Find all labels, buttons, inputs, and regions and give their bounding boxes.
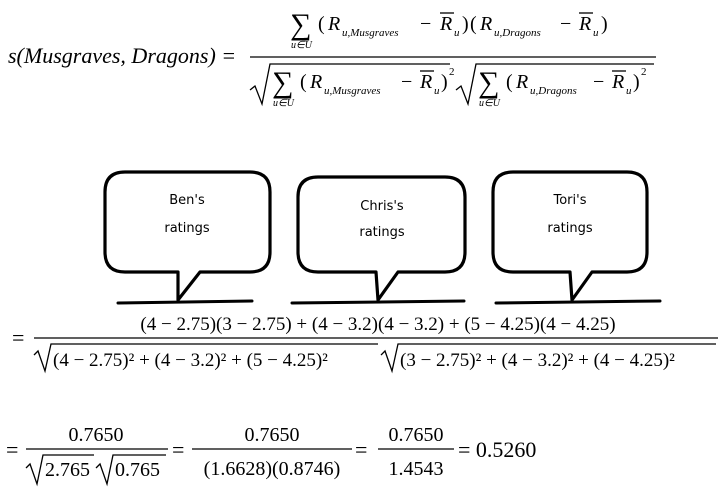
sub-dragons: u,Dragons <box>530 85 577 97</box>
bubble-label-line2: ratings <box>547 221 593 236</box>
denominator-left-radicand: (4 − 2.75)² + (4 − 3.2)² + (5 − 4.25)² <box>53 350 328 371</box>
rating-symbol: R <box>515 71 528 93</box>
bubble-label-line1: Tori's <box>553 193 587 208</box>
sub-musgraves: u,Musgraves <box>342 27 399 39</box>
minus-sign: − <box>560 13 571 35</box>
bubble-outline <box>491 170 649 302</box>
bubble-outline <box>103 170 272 302</box>
formula-numerator: ∑ u∈U ( R u,Musgraves − R u ) ( R u,Drag… <box>290 8 608 51</box>
speech-bubble-ben: Ben's ratings <box>103 170 272 302</box>
sqrt-sign <box>455 63 654 107</box>
mean-sub-u: u <box>434 85 440 97</box>
exponent-two: 2 <box>449 66 455 78</box>
paren-close: ) <box>462 13 469 35</box>
bubble-outline <box>296 175 467 302</box>
bubble-label-line2: ratings <box>359 225 405 240</box>
minus-sign: − <box>420 13 431 35</box>
step2-numerator: 0.7650 <box>245 424 300 446</box>
denominator-right-radicand: (3 − 2.75)² + (4 − 3.2)² + (4 − 4.25)² <box>400 350 675 371</box>
minus-sign: − <box>401 71 412 93</box>
paren-open: ( <box>300 71 307 93</box>
minus-sign: − <box>593 71 604 93</box>
sub-dragons: u,Dragons <box>494 27 541 39</box>
mean-rating-symbol: R <box>611 71 624 93</box>
rating-symbol: R <box>309 71 322 93</box>
sub-musgraves: u,Musgraves <box>324 85 381 97</box>
paren-close-squared: ) <box>441 71 448 93</box>
rating-symbol: R <box>327 13 340 35</box>
sqrt-sign <box>249 63 450 107</box>
step1-denominator-b: 0.765 <box>115 459 160 481</box>
rating-symbol: R <box>479 13 492 35</box>
mean-sub-u: u <box>626 85 632 97</box>
step3-denominator: 1.4543 <box>389 458 444 480</box>
sqrt-sign <box>380 343 716 374</box>
sum-symbol: ∑ <box>290 8 311 41</box>
bubble-label-line1: Ben's <box>169 193 205 208</box>
paren-close: ) <box>601 13 608 35</box>
exponent-two: 2 <box>641 66 647 78</box>
mean-sub-u: u <box>454 27 460 39</box>
mean-rating-symbol: R <box>578 13 591 35</box>
sqrt-sign <box>33 343 378 374</box>
sum-index: u∈U <box>291 40 313 51</box>
sum-symbol: ∑ <box>478 66 499 99</box>
speech-bubble-tori: Tori's ratings <box>491 170 649 302</box>
bubble-label-line2: ratings <box>164 221 210 236</box>
mean-sub-u: u <box>593 27 599 39</box>
sum-symbol: ∑ <box>272 66 293 99</box>
sqrt-sign <box>25 454 94 487</box>
paren-close-squared: ) <box>633 71 640 93</box>
mean-rating-symbol: R <box>419 71 432 93</box>
step1-denominator-a: 2.765 <box>45 459 90 481</box>
expanded-numerator: (4 − 2.75)(3 − 2.75) + (4 − 3.2)(4 − 3.2… <box>140 314 615 335</box>
similarity-lhs: s(Musgraves, Dragons) = <box>8 43 236 68</box>
equals-sign: = <box>355 437 367 462</box>
speech-bubble-chris: Chris's ratings <box>296 175 467 302</box>
step2-denominator: (1.6628)(0.8746) <box>204 458 341 480</box>
step1-numerator: 0.7650 <box>69 424 124 446</box>
mean-rating-symbol: R <box>439 13 452 35</box>
sqrt-sign <box>95 454 166 487</box>
tori-terms-underline <box>494 299 662 305</box>
equals-sign: = <box>6 437 18 462</box>
paren-open: ( <box>506 71 513 93</box>
formula-denominator: ∑ u∈U ( R u,Musgraves − R u ) 2 ∑ u∈U ( … <box>249 63 654 109</box>
sum-index: u∈U <box>273 98 295 109</box>
ben-terms-underline <box>116 299 254 305</box>
chris-terms-underline <box>290 299 466 305</box>
step3-numerator: 0.7650 <box>389 424 444 446</box>
paren-open: ( <box>470 13 477 35</box>
equals-sign: = <box>12 325 24 350</box>
final-similarity-value: = 0.5260 <box>458 437 536 462</box>
equals-sign: = <box>172 437 184 462</box>
sum-index: u∈U <box>479 98 501 109</box>
paren-open: ( <box>318 13 325 35</box>
bubble-label-line1: Chris's <box>360 199 404 214</box>
